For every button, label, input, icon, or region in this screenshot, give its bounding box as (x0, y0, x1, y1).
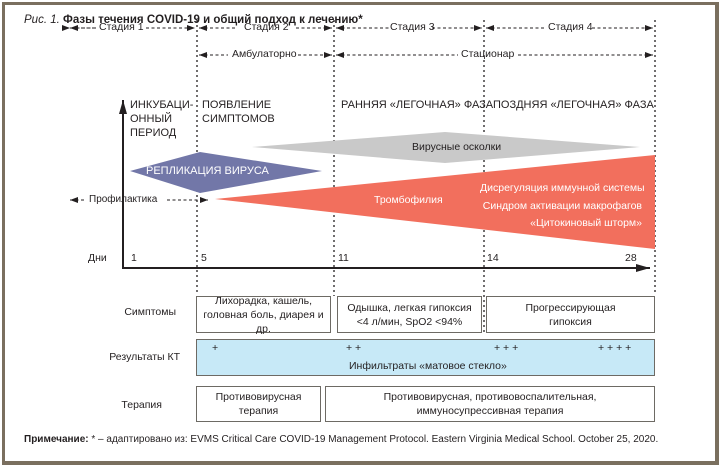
day-tick-5: 5 (201, 252, 207, 264)
therapy-cell-combined-line2: иммуносупрессивная терапия (416, 405, 564, 417)
day-tick-28: 28 (625, 252, 637, 264)
stage-4-label: Стадия 4 (548, 21, 593, 33)
figure-note: Примечание: * – адаптировано из: EVMS Cr… (24, 434, 658, 445)
therapy-cell-combined: Противовирусная, противовоспалительная, и… (325, 386, 655, 422)
symptoms-cell-stage4-line2: гипоксия (549, 315, 592, 328)
symptoms-cell-stage3-line2: <4 л/мин, SpO2 <94% (356, 315, 463, 328)
ct-results-bar (196, 339, 655, 376)
ct-row-label: Результаты КТ (109, 351, 180, 363)
phase-symptom-onset-line1: ПОЯВЛЕНИЕ (202, 99, 272, 111)
phase-incubation-line3: ПЕРИОД (130, 127, 177, 139)
immune-line-1: Дисрегуляция иммунной системы (480, 182, 645, 194)
stage-1-label: Стадия 1 (99, 21, 144, 33)
viral-replication-label: РЕПЛИКАЦИЯ ВИРУСА (146, 165, 269, 177)
note-label: Примечание: (24, 434, 89, 445)
day-tick-14: 14 (487, 252, 499, 264)
ct-grade-2: + + (346, 342, 362, 354)
viral-replication-band (130, 152, 322, 193)
phase-symptom-onset: ПОЯВЛЕНИЕ СИМПТОМОВ (202, 98, 275, 126)
outpatient-label: Амбулаторно (232, 48, 297, 60)
figure-title: Рис. 1. Фазы течения COVID-19 и общий по… (24, 14, 363, 26)
prophylaxis-label: Профилактика (89, 194, 158, 205)
days-axis-label: Дни (88, 252, 107, 264)
viral-debris-band (252, 132, 640, 163)
note-text: * – адаптировано из: EVMS Critical Care … (88, 434, 659, 445)
day-tick-11: 11 (338, 252, 349, 264)
therapy-cell-combined-line1: Противовирусная, противовоспалительная, (383, 391, 597, 403)
viral-debris-label: Вирусные осколки (412, 141, 502, 153)
symptoms-cell-stage3: Одышка, легкая гипоксия<4 л/мин, SpO2 <9… (337, 296, 482, 333)
stage-2-label: Стадия 2 (244, 21, 289, 33)
phase-early-pulmonary: РАННЯЯ «ЛЕГОЧНАЯ» ФАЗА (341, 99, 494, 111)
inpatient-label: Стационар (461, 48, 515, 60)
ct-ground-glass-label: Инфильтраты «матовое стекло» (349, 360, 507, 372)
ct-grade-1: + (212, 342, 219, 354)
symptoms-cell-stage3-line1: Одышка, легкая гипоксия (347, 301, 472, 314)
therapy-cell-antiviral-line2: терапия (238, 405, 279, 417)
inflammation-band (215, 155, 655, 249)
symptoms-cell-stage4-line1: Прогрессирующая (525, 301, 616, 314)
immune-dysregulation-block: Дисрегуляция иммунной системы Синдром ак… (480, 180, 645, 233)
symptoms-cell-stage2: Лихорадка, кашель,головная боль, диарея … (196, 294, 331, 335)
figure-number: Рис. 1. (24, 14, 60, 26)
immune-line-3: «Цитокиновый шторм» (530, 217, 642, 229)
immune-line-2: Синдром активации макрофагов (482, 199, 642, 212)
phase-incubation: ИНКУБАЦИ- ОННЫЙ ПЕРИОД (130, 98, 193, 140)
therapy-row-label: Терапия (121, 399, 162, 411)
ct-grade-3: + + + (494, 342, 519, 354)
ct-grade-4: + + + + (598, 342, 632, 354)
symptoms-cell-stage2-line1: Лихорадка, кашель, (214, 294, 313, 307)
phase-symptom-onset-line2: СИМПТОМОВ (202, 113, 275, 125)
day-tick-1: 1 (131, 252, 137, 264)
phase-incubation-line2: ОННЫЙ (130, 113, 173, 125)
figure-title-text: Фазы течения COVID-19 и общий подход к л… (63, 14, 363, 26)
therapy-cell-antiviral: Противовирусная терапия (196, 386, 321, 422)
phase-late-pulmonary: ПОЗДНЯЯ «ЛЕГОЧНАЯ» ФАЗА (493, 99, 654, 111)
symptoms-cell-stage2-line2: головная боль, диарея и др. (203, 308, 324, 335)
phase-incubation-line1: ИНКУБАЦИ- (130, 99, 194, 111)
symptoms-row-label: Симптомы (124, 306, 176, 318)
therapy-cell-antiviral-line1: Противовирусная (215, 391, 302, 403)
stage-3-label: Стадия 3 (390, 21, 435, 33)
thrombophilia-label: Тромбофилия (374, 194, 443, 206)
